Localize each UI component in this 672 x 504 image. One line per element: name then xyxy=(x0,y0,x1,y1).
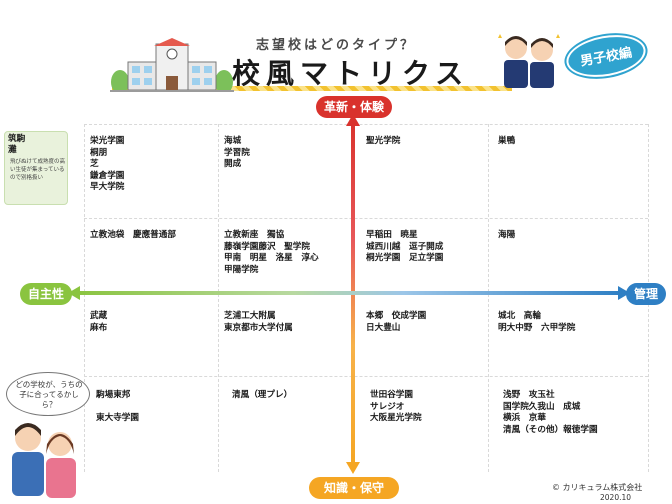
page-title: 校風マトリクス xyxy=(232,57,470,90)
title-underline xyxy=(112,86,512,91)
edition-badge: 男子校編 xyxy=(563,29,649,83)
cell-r3c1: 武蔵 麻布 xyxy=(90,311,108,333)
boys-illustration xyxy=(498,34,560,88)
date: 2020.10 xyxy=(600,493,632,502)
note-text: 飛びぬけて成熟度の高い生徒が集まっているので別格扱い xyxy=(10,159,66,181)
grid-line xyxy=(218,124,219,472)
axis-arrow-down-icon xyxy=(346,462,360,474)
cell-r4c4: 浅野 攻玉社 国学院久我山 成城 横浜 京華 清風（その他）報徳学園 xyxy=(503,390,598,435)
cell-r4c1: 駒場東邦 東大寺学園 xyxy=(96,390,139,423)
axis-label-right: 管理 xyxy=(626,283,666,305)
axis-label-left: 自主性 xyxy=(20,283,72,305)
cell-r4c2: 清風（理プレ） xyxy=(232,390,293,400)
cell-r4c3: 世田谷学園 サレジオ 大阪星光学院 xyxy=(370,390,422,423)
cell-r1c4: 巣鴨 xyxy=(498,136,516,146)
cell-r3c2: 芝浦工大附属 東京都市大学付属 xyxy=(224,311,293,333)
cell-r2c1: 立教池袋 慶應普通部 xyxy=(90,230,176,240)
school-building-illustration xyxy=(110,38,234,92)
speech-bubble-text: どの学校が、うちの子に合ってるかしら？ xyxy=(15,380,83,409)
grid-line xyxy=(84,124,648,125)
cell-r1c1: 栄光学園 桐朋 芝 鎌倉学園 早大学院 xyxy=(90,136,125,192)
grid-line xyxy=(84,376,648,377)
cell-r2c4: 海陽 xyxy=(498,230,516,240)
cell-r1c3: 聖光学院 xyxy=(366,136,401,146)
axis-label-bottom: 知識・保守 xyxy=(309,477,399,499)
cell-r1c2: 海城 学習院 開成 xyxy=(224,136,250,169)
special-note-box xyxy=(4,131,68,205)
speech-bubble xyxy=(6,372,90,416)
horizontal-axis xyxy=(74,291,622,295)
cell-r2c3: 早稲田 暁星 城西川越 逗子開成 桐光学園 足立学園 xyxy=(366,230,444,263)
axis-label-top: 革新・体験 xyxy=(316,96,392,118)
grid-line xyxy=(84,124,85,472)
grid-line xyxy=(84,218,648,219)
grid-line xyxy=(488,124,489,472)
cell-r3c3: 本郷 佼成学園 日大豊山 xyxy=(366,311,427,333)
parents-illustration xyxy=(12,423,76,498)
copyright: © カリキュラム株式会社 xyxy=(552,483,643,492)
note-title: 筑駒 灘 xyxy=(8,134,26,155)
subtitle: 志望校はどのタイプ？ xyxy=(256,38,417,53)
cell-r3c4: 城北 高輪 明大中野 六甲学院 xyxy=(498,311,576,333)
cell-r2c2: 立教新座 獨協 藤嶺学園藤沢 聖学院 甲南 明星 洛星 淳心 甲陽学院 xyxy=(224,230,319,275)
